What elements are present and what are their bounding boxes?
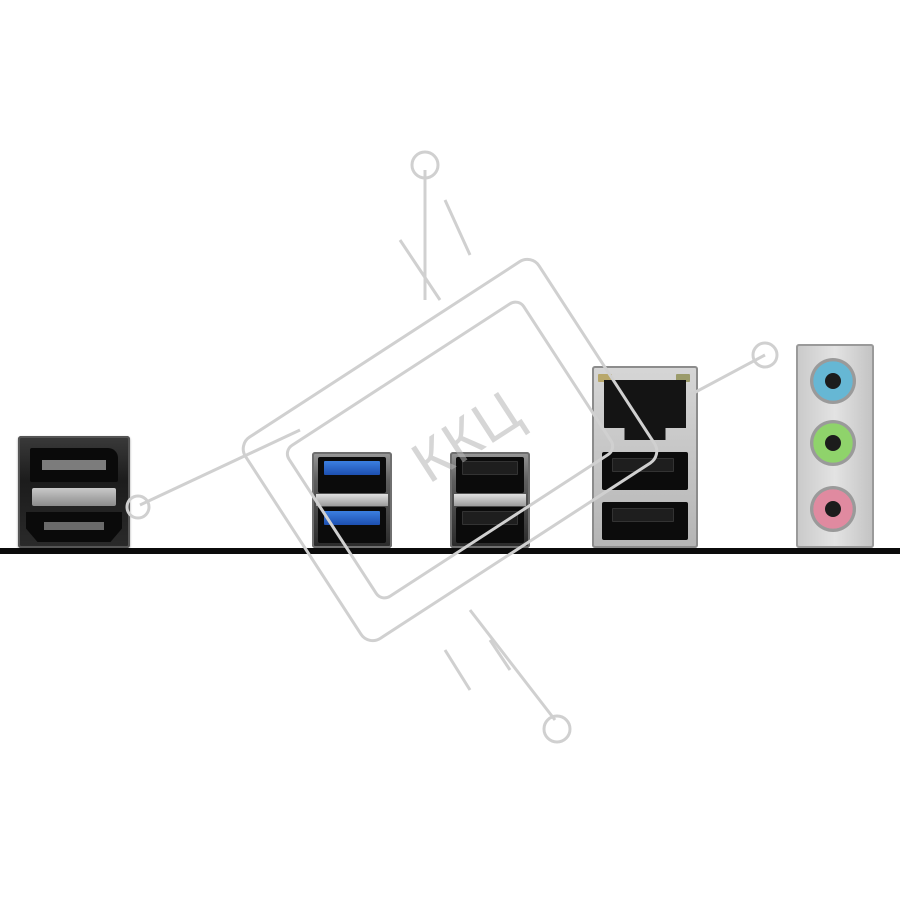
usb2-port: [602, 502, 688, 540]
usb2-tongue: [612, 458, 674, 472]
jack-hole: [825, 373, 841, 389]
port-shield-divider: [32, 488, 116, 506]
lan-led-right: [676, 374, 690, 382]
lan-usb-stack: [592, 366, 698, 548]
usb2-port: [602, 452, 688, 490]
usb-divider: [316, 494, 388, 506]
video-port-stack: [18, 436, 130, 548]
audio-jack-line-out: [810, 420, 856, 466]
usb3-port: [318, 507, 386, 543]
usb2-tongue: [462, 511, 518, 525]
usb3-tongue: [324, 461, 380, 475]
jack-hole: [825, 435, 841, 451]
usb2-port: [456, 507, 524, 543]
usb3-tongue: [324, 511, 380, 525]
hdmi-port: [26, 512, 122, 542]
audio-jack-mic: [810, 486, 856, 532]
usb2-tongue: [612, 508, 674, 522]
usb3-port-stack: [312, 452, 392, 548]
audio-jack-plate: [796, 344, 874, 548]
board-edge: [0, 548, 900, 554]
rj45-lan-port: [604, 380, 686, 440]
audio-jack-line-in: [810, 358, 856, 404]
displayport-port: [30, 448, 118, 482]
usb-divider: [454, 494, 526, 506]
displayport-contact: [42, 460, 106, 470]
usb3-port: [318, 457, 386, 493]
hdmi-contact: [44, 522, 104, 530]
jack-hole: [825, 501, 841, 517]
